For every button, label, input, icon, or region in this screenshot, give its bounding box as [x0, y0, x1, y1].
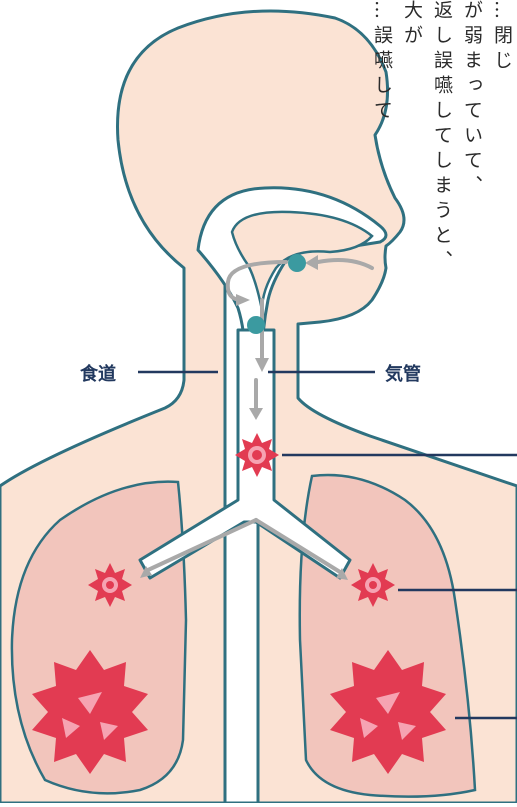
text-column-4: 大が: [402, 0, 421, 50]
text-column-5: …誤嚥して: [372, 0, 391, 125]
trachea-label: 気管: [385, 360, 421, 386]
esophagus-label: 食道: [80, 360, 116, 386]
food-bolus-icon: [247, 316, 265, 334]
text-column-3: 返し誤嚥してしまうと、: [432, 0, 451, 275]
text-column-1: …閉じ: [492, 0, 511, 75]
text-column-2: が弱まっていて、: [462, 0, 481, 200]
food-bolus-icon: [288, 254, 306, 272]
